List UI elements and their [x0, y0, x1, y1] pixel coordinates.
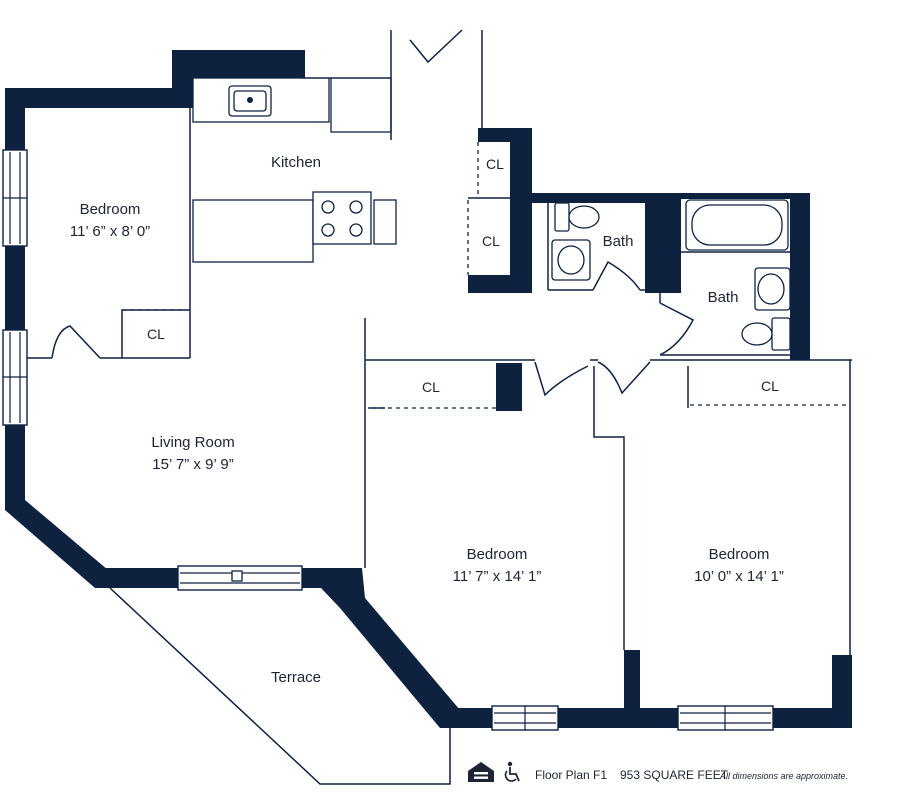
- dimensions-note: All dimensions are approximate.: [719, 771, 848, 781]
- living-room-name: Living Room: [151, 434, 234, 451]
- bedroom-3-dims: 10’ 0” x 14’ 1”: [694, 568, 784, 585]
- windows: [2, 149, 774, 731]
- doors: [51, 29, 695, 397]
- bathroom-sink-icon: [551, 239, 591, 281]
- entry-door: [409, 29, 463, 64]
- bedroom-2-name: Bedroom: [467, 546, 528, 563]
- bath-2-name: Bath: [708, 289, 739, 306]
- terrace-name: Terrace: [271, 669, 321, 686]
- kitchen-name: Kitchen: [271, 154, 321, 171]
- stove-icon: [312, 191, 397, 245]
- fixtures: [228, 85, 791, 351]
- interior-walls: [25, 30, 852, 785]
- plan-label: Floor Plan F1: [535, 768, 607, 782]
- kitchen-sink-icon: [228, 85, 272, 117]
- bedroom-1-door: [51, 325, 101, 359]
- bedroom-3-door: [597, 361, 651, 395]
- bedroom-1-dims: 11’ 6” x 8’ 0”: [70, 223, 150, 240]
- living-room-dims: 15’ 7” x 9’ 9”: [152, 456, 233, 473]
- toilet-icon: [554, 202, 600, 232]
- closet-bedroom-2-label: CL: [422, 379, 440, 395]
- closet-bedroom-1-label: CL: [147, 326, 165, 342]
- bathtub-icon: [685, 199, 789, 251]
- bath-1-name: Bath: [603, 233, 634, 250]
- footer: Floor Plan F1 953 SQUARE FEET All dimens…: [468, 761, 848, 782]
- closet-kitchen-2-label: CL: [482, 233, 500, 249]
- bath-2-door: [659, 302, 695, 356]
- toilet-icon: [741, 317, 791, 351]
- bathroom-sink-icon: [754, 267, 791, 311]
- walls: [5, 50, 852, 728]
- square-feet: 953 SQUARE FEET: [620, 768, 729, 782]
- bedroom-1-name: Bedroom: [80, 201, 141, 218]
- equal-housing-icon: [468, 762, 494, 782]
- closet-kitchen-1-label: CL: [486, 156, 504, 172]
- closet-bedroom-3-label: CL: [761, 378, 779, 394]
- bedroom-3-name: Bedroom: [709, 546, 770, 563]
- accessibility-icon: [504, 761, 520, 782]
- bath-1-door: [592, 260, 641, 291]
- bedroom-2-door: [534, 361, 589, 397]
- bedroom-2-dims: 11’ 7” x 14’ 1”: [453, 568, 542, 585]
- room-labels: Bedroom 11’ 6” x 8’ 0” Kitchen CL CL Bat…: [70, 154, 784, 686]
